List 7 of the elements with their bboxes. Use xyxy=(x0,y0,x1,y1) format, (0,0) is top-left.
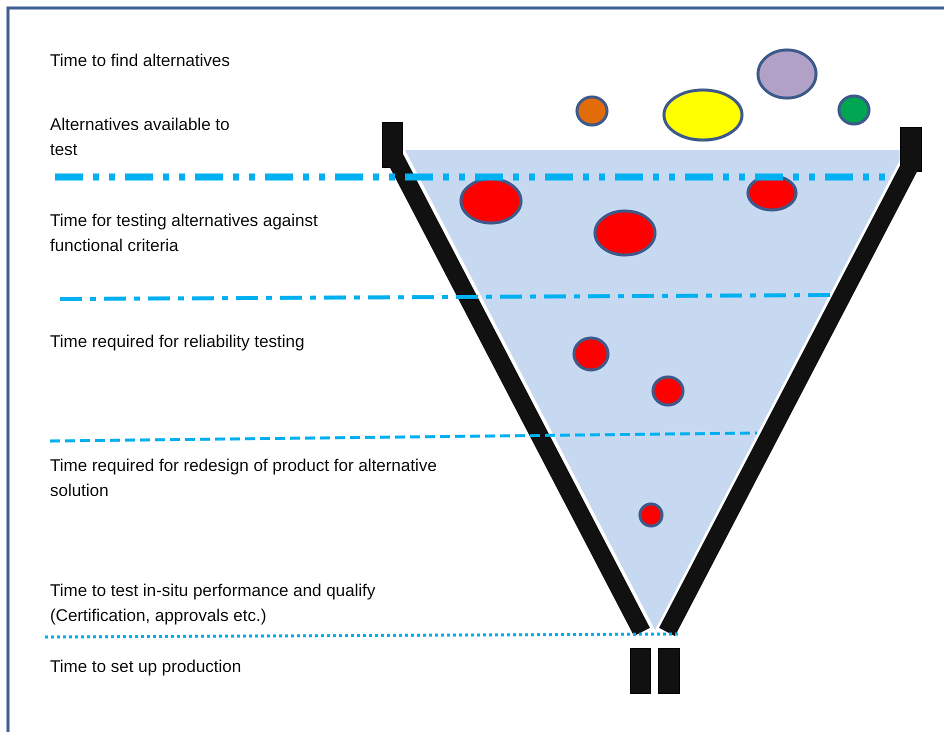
stage-label: Time to test in-situ performance and qualify (Certification, approvals etc.) xyxy=(50,580,376,627)
stage-label: Time for testing alternatives against functional criteria xyxy=(50,210,319,257)
stage-label: Alternatives available to test xyxy=(50,114,231,161)
stage-label: Time to set up production xyxy=(50,656,242,678)
stage-label: Time required for redesign of product for alternative solution xyxy=(50,455,438,502)
stage-label: Time to find alternatives xyxy=(50,50,231,72)
stage-label: Time required for reliability testing xyxy=(50,331,306,353)
